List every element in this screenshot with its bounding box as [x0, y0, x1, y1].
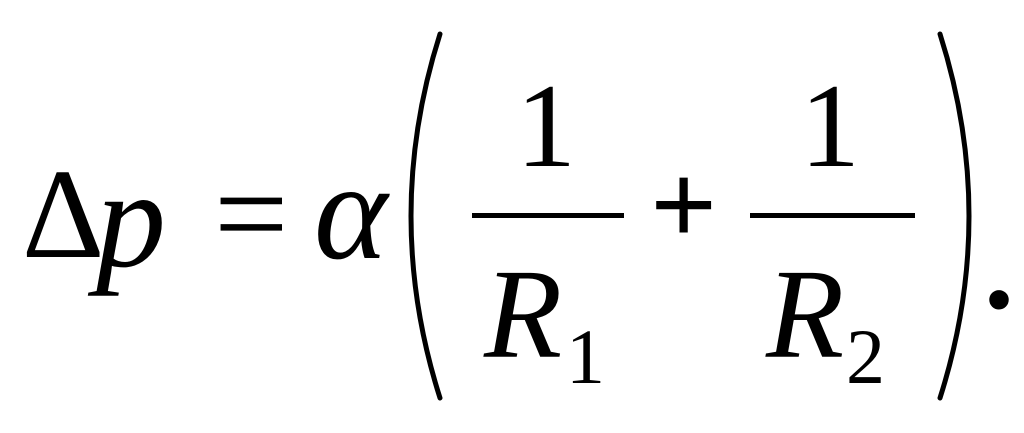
fraction-2-subscript: 2	[846, 313, 885, 400]
terminal-period: .	[984, 201, 1014, 334]
fraction-2-numerator: 1	[800, 59, 860, 192]
fraction-2-denominator-r: R	[766, 243, 845, 385]
alpha-symbol: α	[314, 134, 388, 289]
delta-symbol: Δ	[22, 143, 105, 285]
pressure-variable: p	[96, 142, 166, 297]
fraction-2-bar	[750, 213, 915, 218]
fraction-1-numerator: 1	[516, 59, 576, 192]
equals-sign: =	[214, 140, 289, 287]
fraction-1-denominator-r: R	[484, 243, 563, 385]
right-parenthesis	[937, 31, 972, 401]
fraction-1-bar	[472, 213, 624, 218]
plus-sign: +	[650, 139, 718, 270]
fraction-1-subscript: 1	[566, 313, 605, 400]
left-parenthesis	[408, 31, 443, 401]
